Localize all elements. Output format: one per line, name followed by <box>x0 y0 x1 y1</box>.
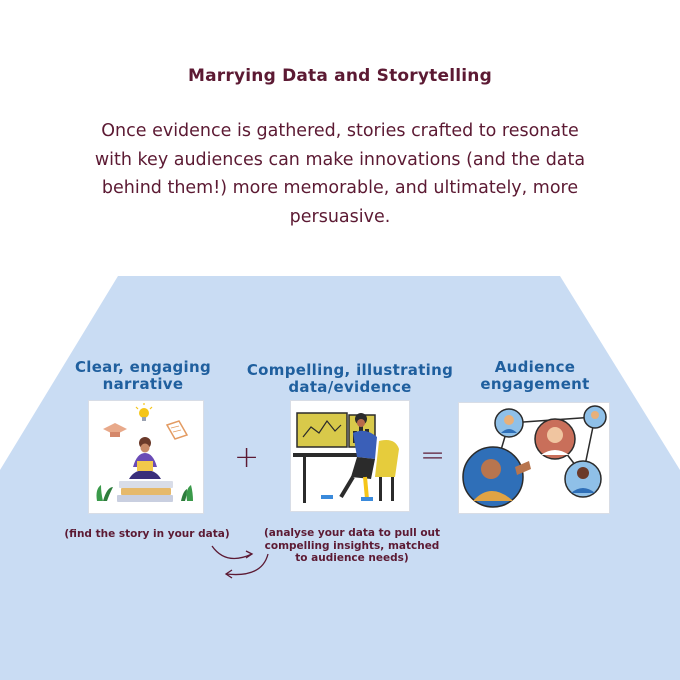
data-evidence-title: Compelling, illustrating data/evidence <box>246 361 454 396</box>
page-title: Marrying Data and Storytelling <box>188 66 492 86</box>
equals-operator: = <box>420 438 446 473</box>
narrative-note: (find the story in your data) <box>64 528 230 540</box>
lightbulb-icon <box>135 403 153 421</box>
plus-operator: + <box>234 440 260 475</box>
graduation-cap-icon <box>103 423 127 437</box>
right-curved-arrow <box>211 545 253 560</box>
narrative-title: Clear, engaging narrative <box>74 358 212 393</box>
data-evidence-note: (analyse your data to pull out compellin… <box>263 527 441 564</box>
intro-paragraph: Once evidence is gathered, stories craft… <box>94 121 586 227</box>
audience-engagement-title: Audience engagement <box>480 358 590 393</box>
person-reading-illustration <box>88 400 204 514</box>
audience-network-illustration <box>458 402 610 514</box>
book-icon <box>165 420 189 440</box>
data-analysis-illustration <box>290 400 410 512</box>
left-curved-arrow <box>225 553 269 576</box>
